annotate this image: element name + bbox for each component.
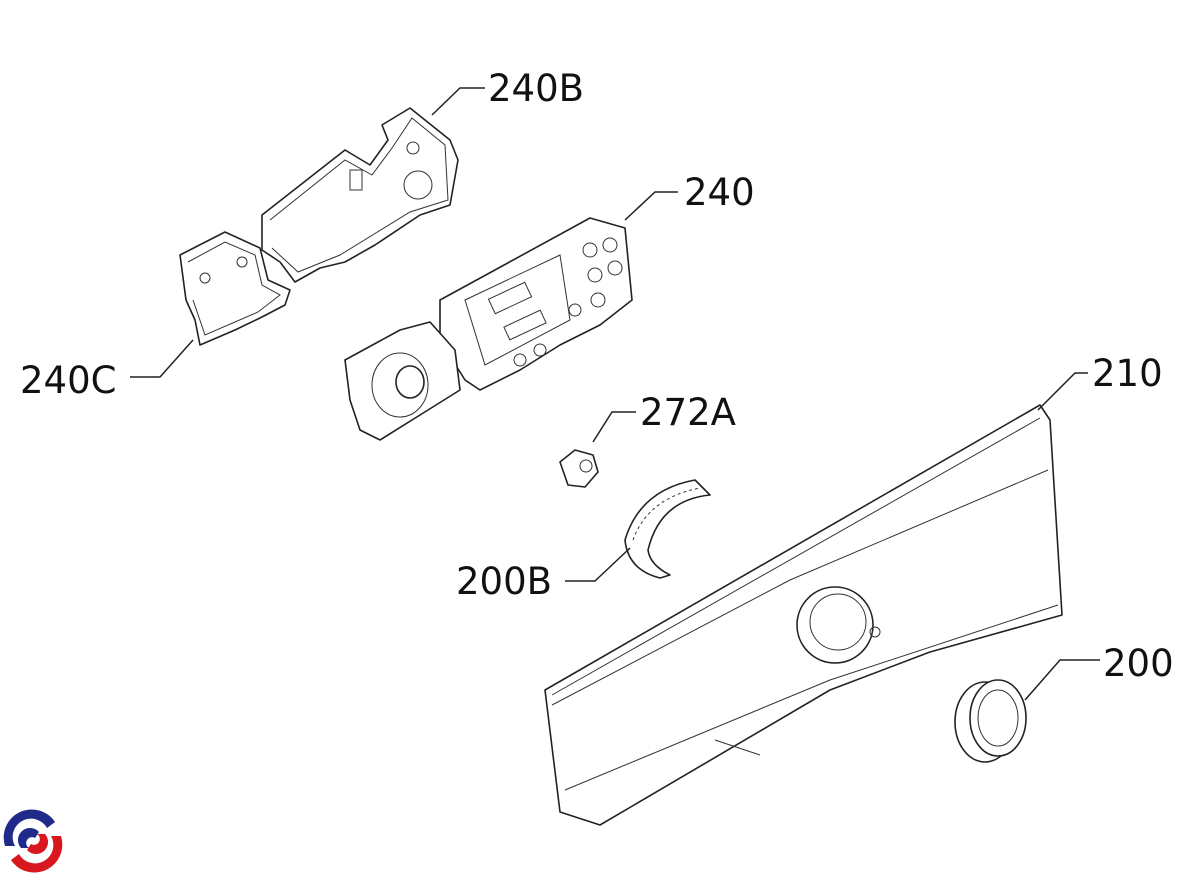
label-200B: 200B bbox=[456, 560, 552, 603]
label-210: 210 bbox=[1092, 352, 1163, 395]
label-240: 240 bbox=[684, 171, 755, 214]
leader-240 bbox=[624, 191, 678, 221]
part-240C-cover bbox=[179, 231, 291, 346]
label-200: 200 bbox=[1103, 642, 1174, 685]
leader-240B bbox=[431, 87, 485, 116]
brand-logo bbox=[3, 809, 63, 873]
part-272A bbox=[559, 449, 599, 488]
label-272A: 272A bbox=[640, 391, 736, 434]
leader-210 bbox=[1037, 372, 1088, 411]
leader-200B bbox=[565, 547, 631, 582]
label-240B: 240B bbox=[488, 67, 584, 110]
part-240-control-board bbox=[344, 217, 633, 441]
label-240C: 240C bbox=[20, 359, 116, 402]
leader-240C bbox=[130, 339, 194, 378]
part-200-knob bbox=[954, 679, 1027, 763]
part-210-panel bbox=[544, 404, 1063, 826]
leader-272A bbox=[592, 411, 636, 443]
part-240B-bracket bbox=[261, 107, 459, 283]
part-200B-ring bbox=[624, 479, 711, 579]
leader-200 bbox=[1024, 659, 1100, 701]
